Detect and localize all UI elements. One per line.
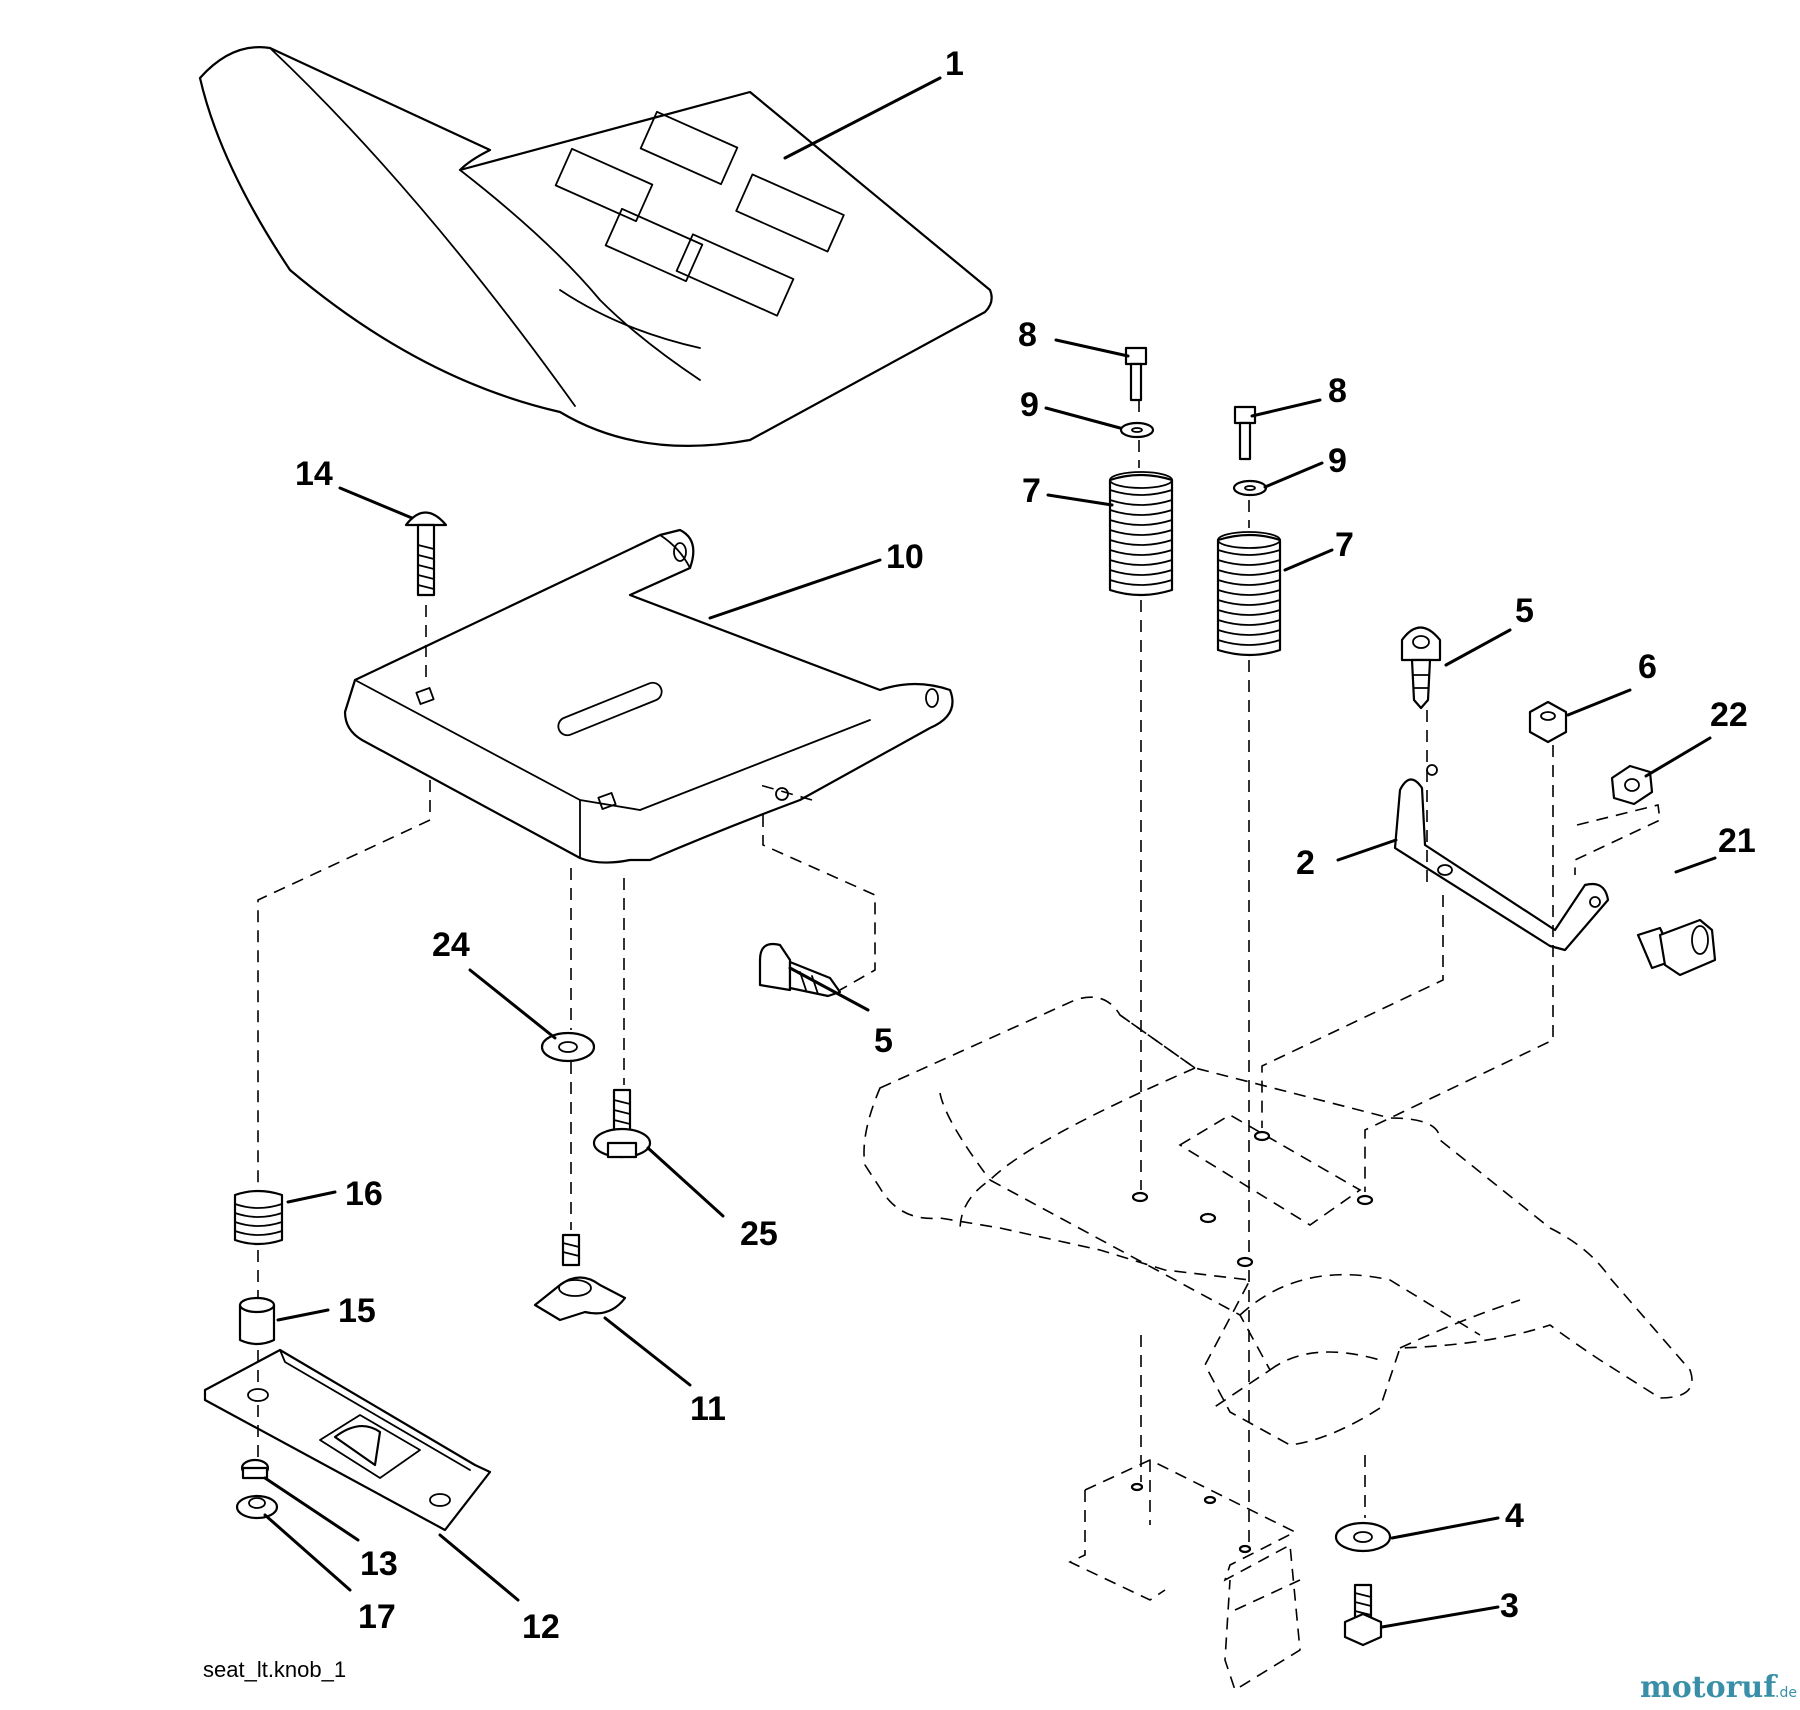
callout-5-left: 5 — [874, 1022, 893, 1060]
frame-holes — [1130, 1482, 1252, 1554]
callout-24: 24 — [432, 926, 470, 964]
knob-part — [533, 1233, 627, 1322]
leader-lines — [263, 76, 1717, 1629]
callout-17: 17 — [358, 1598, 396, 1636]
brand-watermark: motoruf .de — [1640, 1670, 1797, 1705]
callout-9-right: 9 — [1328, 442, 1347, 480]
shoulder-bolt-part — [1636, 918, 1717, 977]
compression-spring-part — [233, 1189, 284, 1246]
flange-nut-part — [1610, 764, 1654, 806]
bolt-left-part — [1124, 346, 1148, 402]
seat-part — [198, 46, 993, 447]
callout-4: 4 — [1505, 1497, 1524, 1535]
spacer-part — [238, 1296, 276, 1346]
washer-large-part — [540, 1031, 596, 1063]
callout-labels: 1 8 9 7 8 9 7 14 10 5 6 22 2 21 5 24 25 … — [295, 45, 1756, 1646]
assembly-dashed-lines — [257, 400, 1661, 1550]
callout-5-right: 5 — [1515, 592, 1534, 630]
callout-15: 15 — [338, 1292, 376, 1330]
hex-nut-part — [1528, 700, 1568, 744]
clip-right-part — [1400, 626, 1442, 710]
washer-flat-part — [1334, 1521, 1392, 1553]
callout-11: 11 — [690, 1390, 726, 1428]
adjuster-plate-part — [203, 1348, 492, 1532]
hex-bolt-part — [1343, 1583, 1383, 1647]
clip-left-part — [758, 942, 842, 998]
spring-left-part — [1108, 471, 1174, 597]
spring-right-part — [1216, 531, 1282, 657]
brand-name: motoruf — [1640, 1670, 1778, 1705]
washer-right-part — [1232, 479, 1268, 497]
callout-16: 16 — [345, 1175, 383, 1213]
shoulder-screw-part — [592, 1088, 652, 1159]
callout-21: 21 — [1718, 822, 1756, 860]
callout-22: 22 — [1710, 696, 1748, 734]
callout-9-left: 9 — [1020, 386, 1039, 424]
callout-12: 12 — [522, 1608, 560, 1646]
frame-dashed-outline — [1068, 1459, 1301, 1692]
callout-7-left: 7 — [1022, 472, 1041, 510]
callout-13: 13 — [360, 1545, 398, 1583]
washer-left-part — [1119, 421, 1155, 439]
seat-pan-part — [343, 528, 954, 864]
callout-14: 14 — [295, 455, 333, 493]
callout-7-right: 7 — [1335, 526, 1354, 564]
seat-bracket-part — [1393, 764, 1610, 952]
callout-8-right: 8 — [1328, 372, 1347, 410]
carriage-bolt-part — [404, 511, 448, 597]
callout-6: 6 — [1638, 648, 1657, 686]
fender-holes — [1131, 1130, 1374, 1268]
fender-dashed-outline — [863, 996, 1693, 1446]
callout-25: 25 — [740, 1215, 778, 1253]
brand-tld: .de — [1775, 1685, 1797, 1701]
callout-1: 1 — [945, 45, 964, 83]
diagram-caption: seat_lt.knob_1 — [203, 1657, 346, 1682]
flange-locknut-part — [235, 1494, 279, 1520]
callout-10: 10 — [886, 538, 924, 576]
locknut-part — [240, 1458, 270, 1480]
callout-3: 3 — [1500, 1587, 1519, 1625]
callout-8-left: 8 — [1018, 316, 1037, 354]
callout-2: 2 — [1296, 844, 1315, 882]
